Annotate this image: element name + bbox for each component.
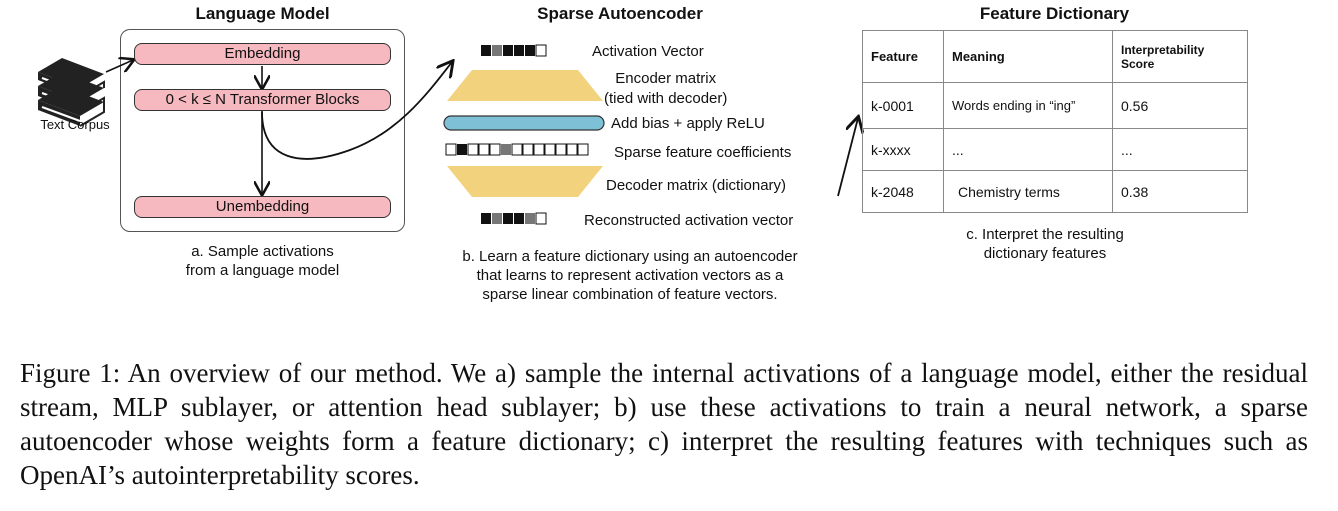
table-cell: 0.38 (1112, 170, 1248, 213)
encoder-label-line: Encoder matrix (615, 70, 717, 87)
caption-line: c. Interpret the resulting (966, 226, 1124, 243)
bias-bar (443, 115, 605, 131)
panel-b-title: Sparse Autoencoder (537, 4, 703, 23)
encoder-label-line: (tied with decoder) (604, 90, 728, 107)
column-header: Interpretability Score (1112, 30, 1248, 83)
text-corpus-label: Text Corpus (40, 117, 110, 132)
transformer-blocks: 0 < k ≤ N Transformer Blocks (134, 89, 391, 111)
column-header: Meaning (943, 30, 1113, 83)
decoder-label: Decoder matrix (dictionary) (606, 177, 787, 194)
caption-line: sparse linear combination of feature vec… (482, 286, 778, 303)
table-row: k-0001 Words ending in “ing” 0.56 (862, 82, 1248, 129)
embedding-block: Embedding (134, 43, 391, 65)
reconstructed-label: Reconstructed activation vector (584, 212, 794, 229)
table-cell: k-xxxx (862, 128, 944, 171)
column-header: Feature (862, 30, 944, 83)
table-cell: k-0001 (862, 82, 944, 129)
panel-c-title: Feature Dictionary (979, 4, 1130, 23)
caption-line: that learns to represent activation vect… (476, 267, 784, 284)
book-stack-icon (38, 58, 105, 127)
caption-line: from a language model (185, 262, 340, 279)
caption-line: dictionary features (983, 245, 1107, 262)
table-row: k-2048 Chemistry terms 0.38 (862, 170, 1248, 213)
unembedding-block: Unembedding (134, 196, 391, 218)
activation-vector-label: Activation Vector (592, 43, 704, 60)
corpus-arrow (105, 60, 133, 73)
table-header-row: Feature Meaning Interpretability Score (862, 30, 1248, 83)
table-cell: k-2048 (862, 170, 944, 213)
reconstructed-vector-cells (481, 212, 547, 225)
figure-caption: Figure 1: An overview of our method. We … (20, 358, 1308, 490)
sparse-coefficient-cells (445, 143, 589, 156)
panel-c-caption: c. Interpret the resulting dictionary fe… (900, 225, 1190, 263)
caption-line: a. Sample activations (191, 243, 334, 260)
caption-line: b. Learn a feature dictionary using an a… (462, 248, 798, 265)
table-cell: ... (1112, 128, 1248, 171)
panel-a-caption: a. Sample activations from a language mo… (150, 242, 375, 280)
table-cell: Words ending in “ing” (943, 82, 1113, 129)
feature-dictionary-table: Feature Meaning Interpretability Score k… (862, 30, 1248, 213)
activation-vector-cells (481, 44, 547, 57)
table-cell: ... (943, 128, 1113, 171)
panel-a-title: Language Model (195, 4, 330, 23)
sparse-label: Sparse feature coefficients (614, 144, 792, 161)
table-cell: Chemistry terms (943, 170, 1113, 213)
table-row: k-xxxx ... ... (862, 128, 1248, 171)
table-cell: 0.56 (1112, 82, 1248, 129)
activation-extract-arrow (261, 62, 452, 160)
encoder-label: Encoder matrix (tied with decoder) (604, 69, 727, 109)
decoder-trapezoid (447, 166, 603, 197)
bias-label: Add bias + apply ReLU (611, 115, 765, 132)
panel-b-caption: b. Learn a feature dictionary using an a… (420, 247, 840, 304)
encoder-trapezoid (447, 70, 603, 101)
dictionary-arrow (837, 118, 858, 197)
